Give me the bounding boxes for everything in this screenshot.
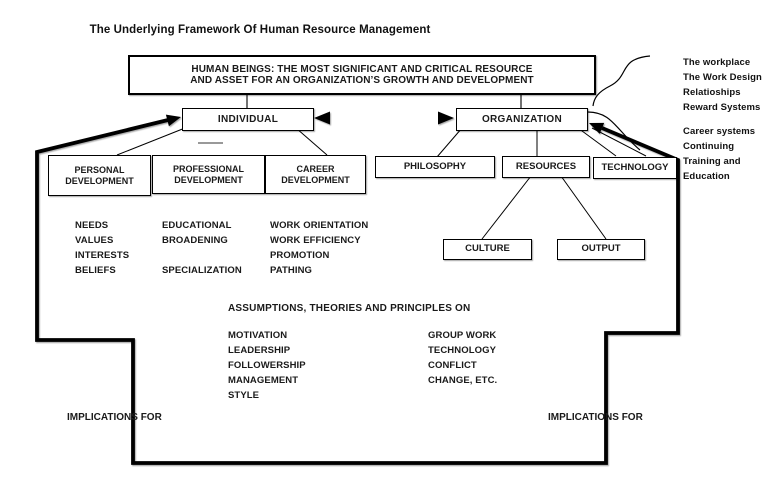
connector-individual-to-career bbox=[295, 127, 328, 156]
loop-arrowhead-to-organization-icon bbox=[589, 122, 605, 134]
annotation-line: Training and bbox=[683, 156, 741, 167]
culture-box: CULTURE bbox=[443, 239, 532, 260]
list-item bbox=[162, 248, 242, 263]
list-item: EDUCATIONAL bbox=[162, 220, 232, 231]
organization-box: ORGANIZATION bbox=[456, 108, 588, 131]
annotation-line: Relatioships bbox=[683, 87, 741, 98]
technology-box: TECHNOLOGY bbox=[593, 157, 677, 179]
connector-resources-to-culture bbox=[481, 175, 532, 240]
leader-curve-side-annotations bbox=[587, 111, 641, 151]
arrowhead-left-icon bbox=[314, 111, 330, 125]
list-item: MOTIVATION bbox=[228, 330, 288, 341]
arrowhead-right-icon bbox=[438, 111, 454, 125]
annotation-line: Education bbox=[683, 171, 730, 182]
list-item: WORK ORIENTATION bbox=[270, 220, 369, 231]
assumptions-right-list: GROUP WORK TECHNOLOGY CONFLICT CHANGE, E… bbox=[428, 328, 497, 388]
annotation-line: The workplace bbox=[683, 57, 751, 68]
connector-resources-to-output bbox=[560, 175, 607, 240]
annotation-line: Reward Systems bbox=[683, 102, 761, 113]
main-statement-box: HUMAN BEINGS: THE MOST SIGNIFICANT AND C… bbox=[128, 55, 596, 95]
list-item: SPECIALIZATION bbox=[162, 265, 242, 276]
list-item: INTERESTS bbox=[75, 250, 130, 261]
annotation-line: Career systems bbox=[683, 126, 756, 137]
annotation-line: The Work Design bbox=[683, 72, 762, 83]
main-statement-line2: AND ASSET FOR AN ORGANIZATION’S GROWTH A… bbox=[190, 75, 534, 86]
assumptions-left-list: MOTIVATION LEADERSHIP FOLLOWERSHIP MANAG… bbox=[228, 328, 306, 403]
list-item: LEADERSHIP bbox=[228, 345, 291, 356]
list-item: CONFLICT bbox=[428, 360, 477, 371]
personal-development-box: PERSONAL DEVELOPMENT bbox=[48, 155, 151, 196]
assumptions-heading: ASSUMPTIONS, THEORIES AND PRINCIPLES ON bbox=[228, 303, 471, 314]
loop-arrowhead-to-individual-icon bbox=[165, 114, 181, 127]
list-item: BROADENING bbox=[162, 235, 228, 246]
list-item: STYLE bbox=[228, 390, 260, 401]
individual-box: INDIVIDUAL bbox=[182, 108, 314, 131]
output-box: OUTPUT bbox=[557, 239, 645, 260]
list-item: BELIEFS bbox=[75, 265, 116, 276]
organization-side-annotations: Career systems Continuing Training and E… bbox=[683, 124, 755, 184]
implications-for-left-label: IMPLICATIONS FOR bbox=[67, 412, 162, 423]
career-development-box: CAREER DEVELOPMENT bbox=[265, 155, 366, 194]
main-statement-line1: HUMAN BEINGS: THE MOST SIGNIFICANT AND C… bbox=[191, 63, 533, 75]
organization-top-annotations: The workplace The Work Design Relatioshi… bbox=[683, 55, 762, 115]
list-item: PROMOTION bbox=[270, 250, 330, 261]
main-statement-text: HUMAN BEINGS: THE MOST SIGNIFICANT AND C… bbox=[190, 64, 534, 87]
career-items-list: WORK ORIENTATION WORK EFFICIENCY PROMOTI… bbox=[270, 218, 368, 278]
philosophy-box: PHILOSOPHY bbox=[375, 156, 495, 178]
list-item: MANAGEMENT bbox=[228, 375, 299, 386]
annotation-line: Continuing bbox=[683, 141, 735, 152]
connector-organization-to-technology-b bbox=[591, 127, 647, 157]
connector-organization-to-technology-a bbox=[577, 127, 617, 157]
list-item: FOLLOWERSHIP bbox=[228, 360, 306, 371]
professional-development-box: PROFESSIONAL DEVELOPMENT bbox=[152, 155, 265, 194]
list-item: GROUP WORK bbox=[428, 330, 497, 341]
implications-for-right-label: IMPLICATIONS FOR bbox=[548, 412, 643, 423]
list-item: VALUES bbox=[75, 235, 114, 246]
list-item: CHANGE, ETC. bbox=[428, 375, 498, 386]
list-item: NEEDS bbox=[75, 220, 109, 231]
professional-items-list: EDUCATIONAL BROADENING SPECIALIZATION bbox=[162, 218, 242, 278]
list-item: TECHNOLOGY bbox=[428, 345, 497, 356]
list-item: PATHING bbox=[270, 265, 313, 276]
connector-organization-to-philosophy bbox=[436, 127, 463, 158]
leader-curve-top-annotations bbox=[592, 55, 651, 107]
feedback-loop-path bbox=[35, 118, 680, 465]
connector-individual-to-personal bbox=[116, 127, 186, 156]
resources-box: RESOURCES bbox=[502, 156, 590, 178]
diagram-title: The Underlying Framework Of Human Resour… bbox=[89, 24, 431, 36]
personal-items-list: NEEDS VALUES INTERESTS BELIEFS bbox=[75, 218, 129, 278]
list-item: WORK EFFICIENCY bbox=[270, 235, 361, 246]
